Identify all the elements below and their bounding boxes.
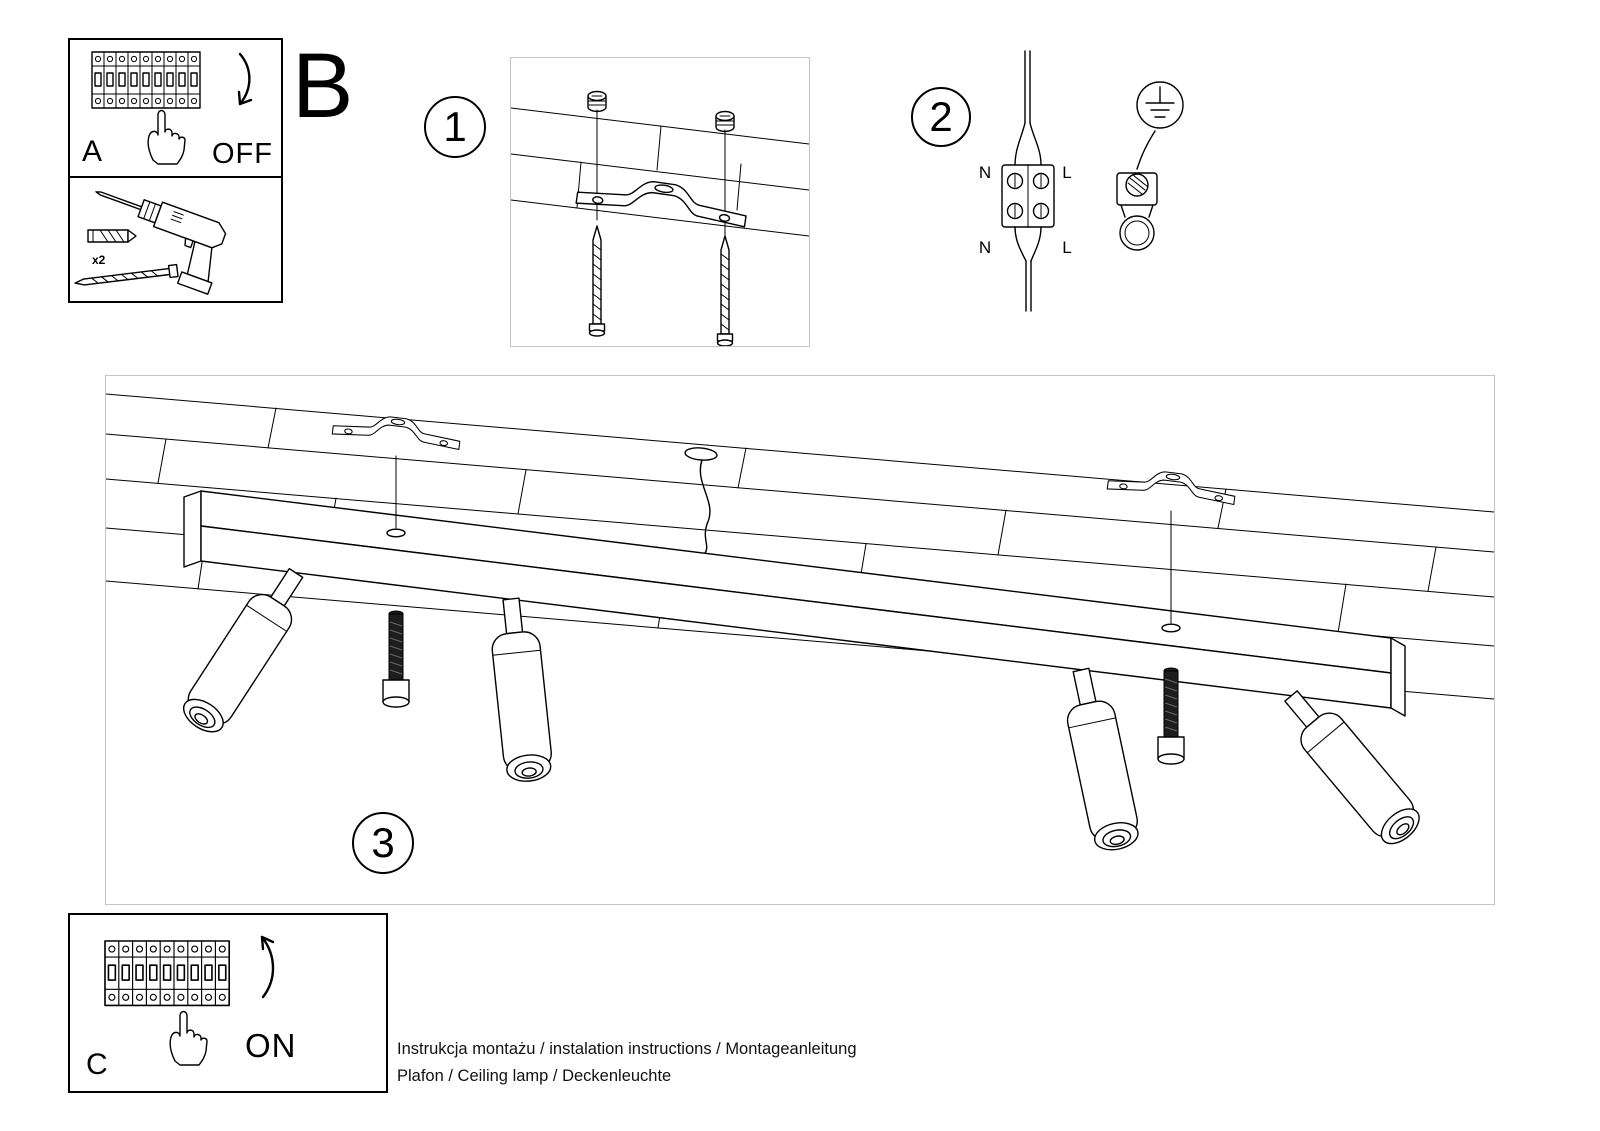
tools-illustration: x2: [74, 191, 227, 295]
step-3-number: 3: [371, 819, 395, 866]
lamp-assembly-illustration: [106, 393, 1494, 855]
wood-screw-icon: [716, 235, 734, 346]
step-1-panel: [510, 57, 810, 347]
power-off-illustration: [91, 51, 253, 165]
threaded-insert-icon: [715, 110, 735, 133]
step-3-badge: 3: [352, 812, 414, 874]
step-3-panel: [105, 375, 1495, 905]
footer-instructions: Instrukcja montażu / instalation instruc…: [397, 1036, 857, 1090]
threaded-insert-icon: [587, 90, 607, 113]
earth-symbol-icon: [1136, 81, 1184, 129]
mains-cable-top: [1024, 50, 1031, 124]
mounting-screw-icon: [74, 263, 179, 286]
spotlight-1: [175, 559, 317, 741]
allen-bolt-left: [382, 610, 410, 708]
lamp-bar: [183, 490, 1406, 717]
ceiling-cable: [699, 459, 711, 554]
power-off-label: OFF: [212, 138, 273, 170]
ceiling-cable-hole: [684, 447, 718, 461]
wall-plug-icon: [87, 229, 137, 243]
arrow-down-icon: [237, 52, 253, 106]
pressing-hand-icon: [147, 109, 186, 165]
breaker-panel-icon: [104, 940, 231, 1007]
bar-hole-left: [386, 528, 406, 538]
split-wires-top: [1014, 122, 1042, 166]
arrow-up-icon: [260, 935, 275, 999]
step-2-badge: 2: [911, 87, 971, 147]
pressing-hand-icon: [169, 1010, 208, 1066]
screw-quantity-label: x2: [92, 253, 106, 267]
mains-cable-bottom: [1025, 260, 1032, 312]
footer-line-2: Plafon / Ceiling lamp / Deckenleuchte: [397, 1067, 672, 1085]
ceiling-planks: [511, 107, 809, 237]
step-1-badge: 1: [424, 96, 486, 158]
power-on-label: ON: [245, 1027, 297, 1064]
step-1-number: 1: [443, 103, 467, 150]
wire-label-l-bottom: L: [1062, 238, 1071, 257]
breaker-panel-icon: [91, 51, 201, 109]
power-on-illustration: [104, 935, 275, 1066]
wire-label-n-top: N: [979, 163, 991, 182]
terminal-block: [1001, 164, 1055, 228]
power-off-box: A OFF: [68, 38, 283, 178]
bar-hole-right: [1161, 623, 1181, 633]
wiring-diagram: N L N L: [979, 50, 1184, 312]
spotlight-3: [1056, 664, 1144, 855]
power-on-box: C ON: [68, 913, 388, 1093]
step-a-label: A: [82, 135, 103, 168]
earth-wire: [1136, 130, 1156, 170]
section-b-label: B: [292, 35, 354, 137]
wood-screw-icon: [588, 225, 606, 337]
step-2-number: 2: [929, 93, 953, 140]
wire-label-n-bottom: N: [979, 238, 991, 257]
spotlight-2: [486, 595, 555, 785]
step-c-label: C: [86, 1048, 108, 1081]
tools-box: x2: [68, 176, 283, 303]
wire-label-l-top: L: [1062, 163, 1071, 182]
drill-icon: [95, 191, 227, 295]
split-wires-bottom: [1014, 226, 1042, 262]
bracket-mounting-illustration: [511, 90, 809, 346]
mounting-bracket-left: [331, 409, 463, 451]
footer-line-1: Instrukcja montażu / instalation instruc…: [397, 1040, 857, 1058]
earth-clamp-icon: [1116, 172, 1158, 251]
